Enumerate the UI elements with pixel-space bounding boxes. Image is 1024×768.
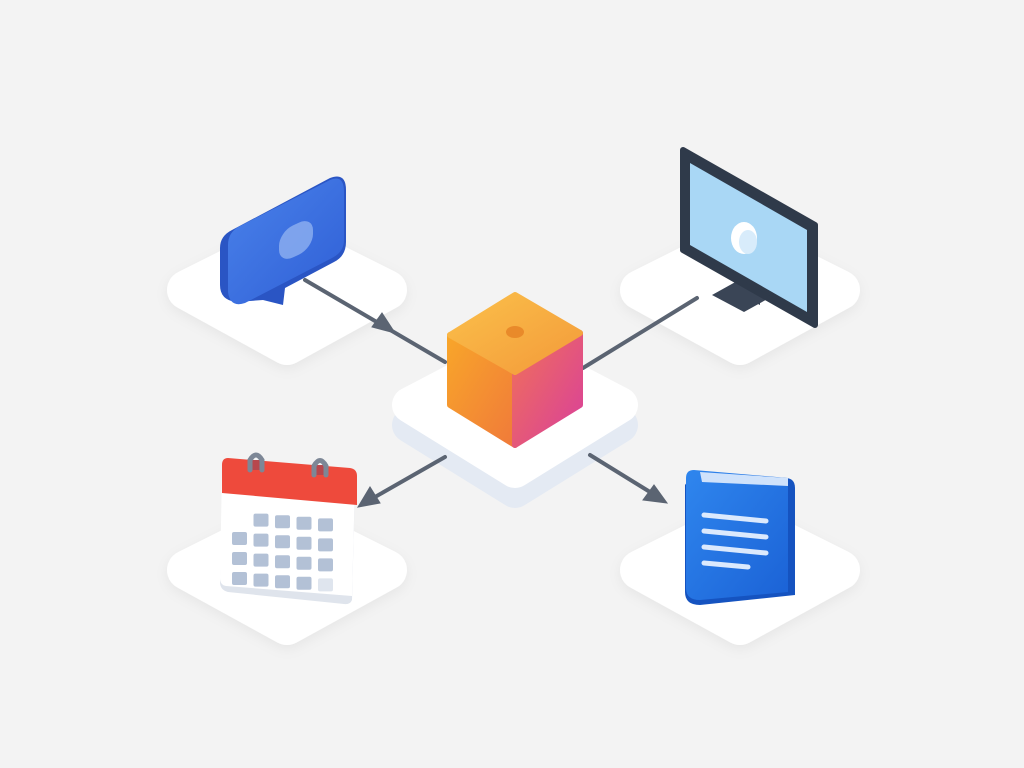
- arrow-head-icon: [371, 312, 397, 334]
- calendar-day-cell: [232, 532, 247, 545]
- arrow-head-icon: [357, 486, 381, 508]
- calendar-day-cell: [253, 573, 269, 587]
- calendar-grid: [232, 513, 333, 592]
- calendar-day-cell: [275, 535, 290, 549]
- calendar-day-cell: [318, 538, 333, 552]
- connector-chat-hub: [303, 278, 447, 364]
- calendar-day-cell: [232, 552, 247, 565]
- calendar-day-cell: [253, 533, 269, 547]
- calendar-day-cell: [296, 536, 312, 550]
- cube-icon[interactable]: [447, 292, 583, 448]
- connector-hub-document: [588, 453, 652, 494]
- connector-hub-monitor: [581, 296, 699, 370]
- arrow-head-icon: [642, 484, 669, 504]
- calendar-day-cell: [275, 515, 290, 529]
- calendar-day-cell: [318, 558, 333, 572]
- calendar-day-cell: [275, 555, 290, 569]
- calendar-day-cell: [253, 513, 269, 527]
- calendar-day-cell: [318, 578, 333, 592]
- calendar-day-cell: [318, 518, 333, 532]
- connector-hub-calendar: [373, 455, 447, 499]
- calendar-icon[interactable]: [220, 452, 357, 605]
- calendar-day-cell: [296, 556, 312, 570]
- calendar-day-cell: [296, 516, 312, 530]
- calendar-day-cell: [275, 575, 290, 589]
- chat-bubble-icon[interactable]: [220, 176, 346, 306]
- book-document-icon[interactable]: [685, 470, 795, 605]
- calendar-day-cell: [232, 572, 247, 585]
- calendar-day-cell: [296, 576, 312, 590]
- monitor-icon[interactable]: [680, 147, 818, 328]
- calendar-day-cell: [253, 553, 269, 567]
